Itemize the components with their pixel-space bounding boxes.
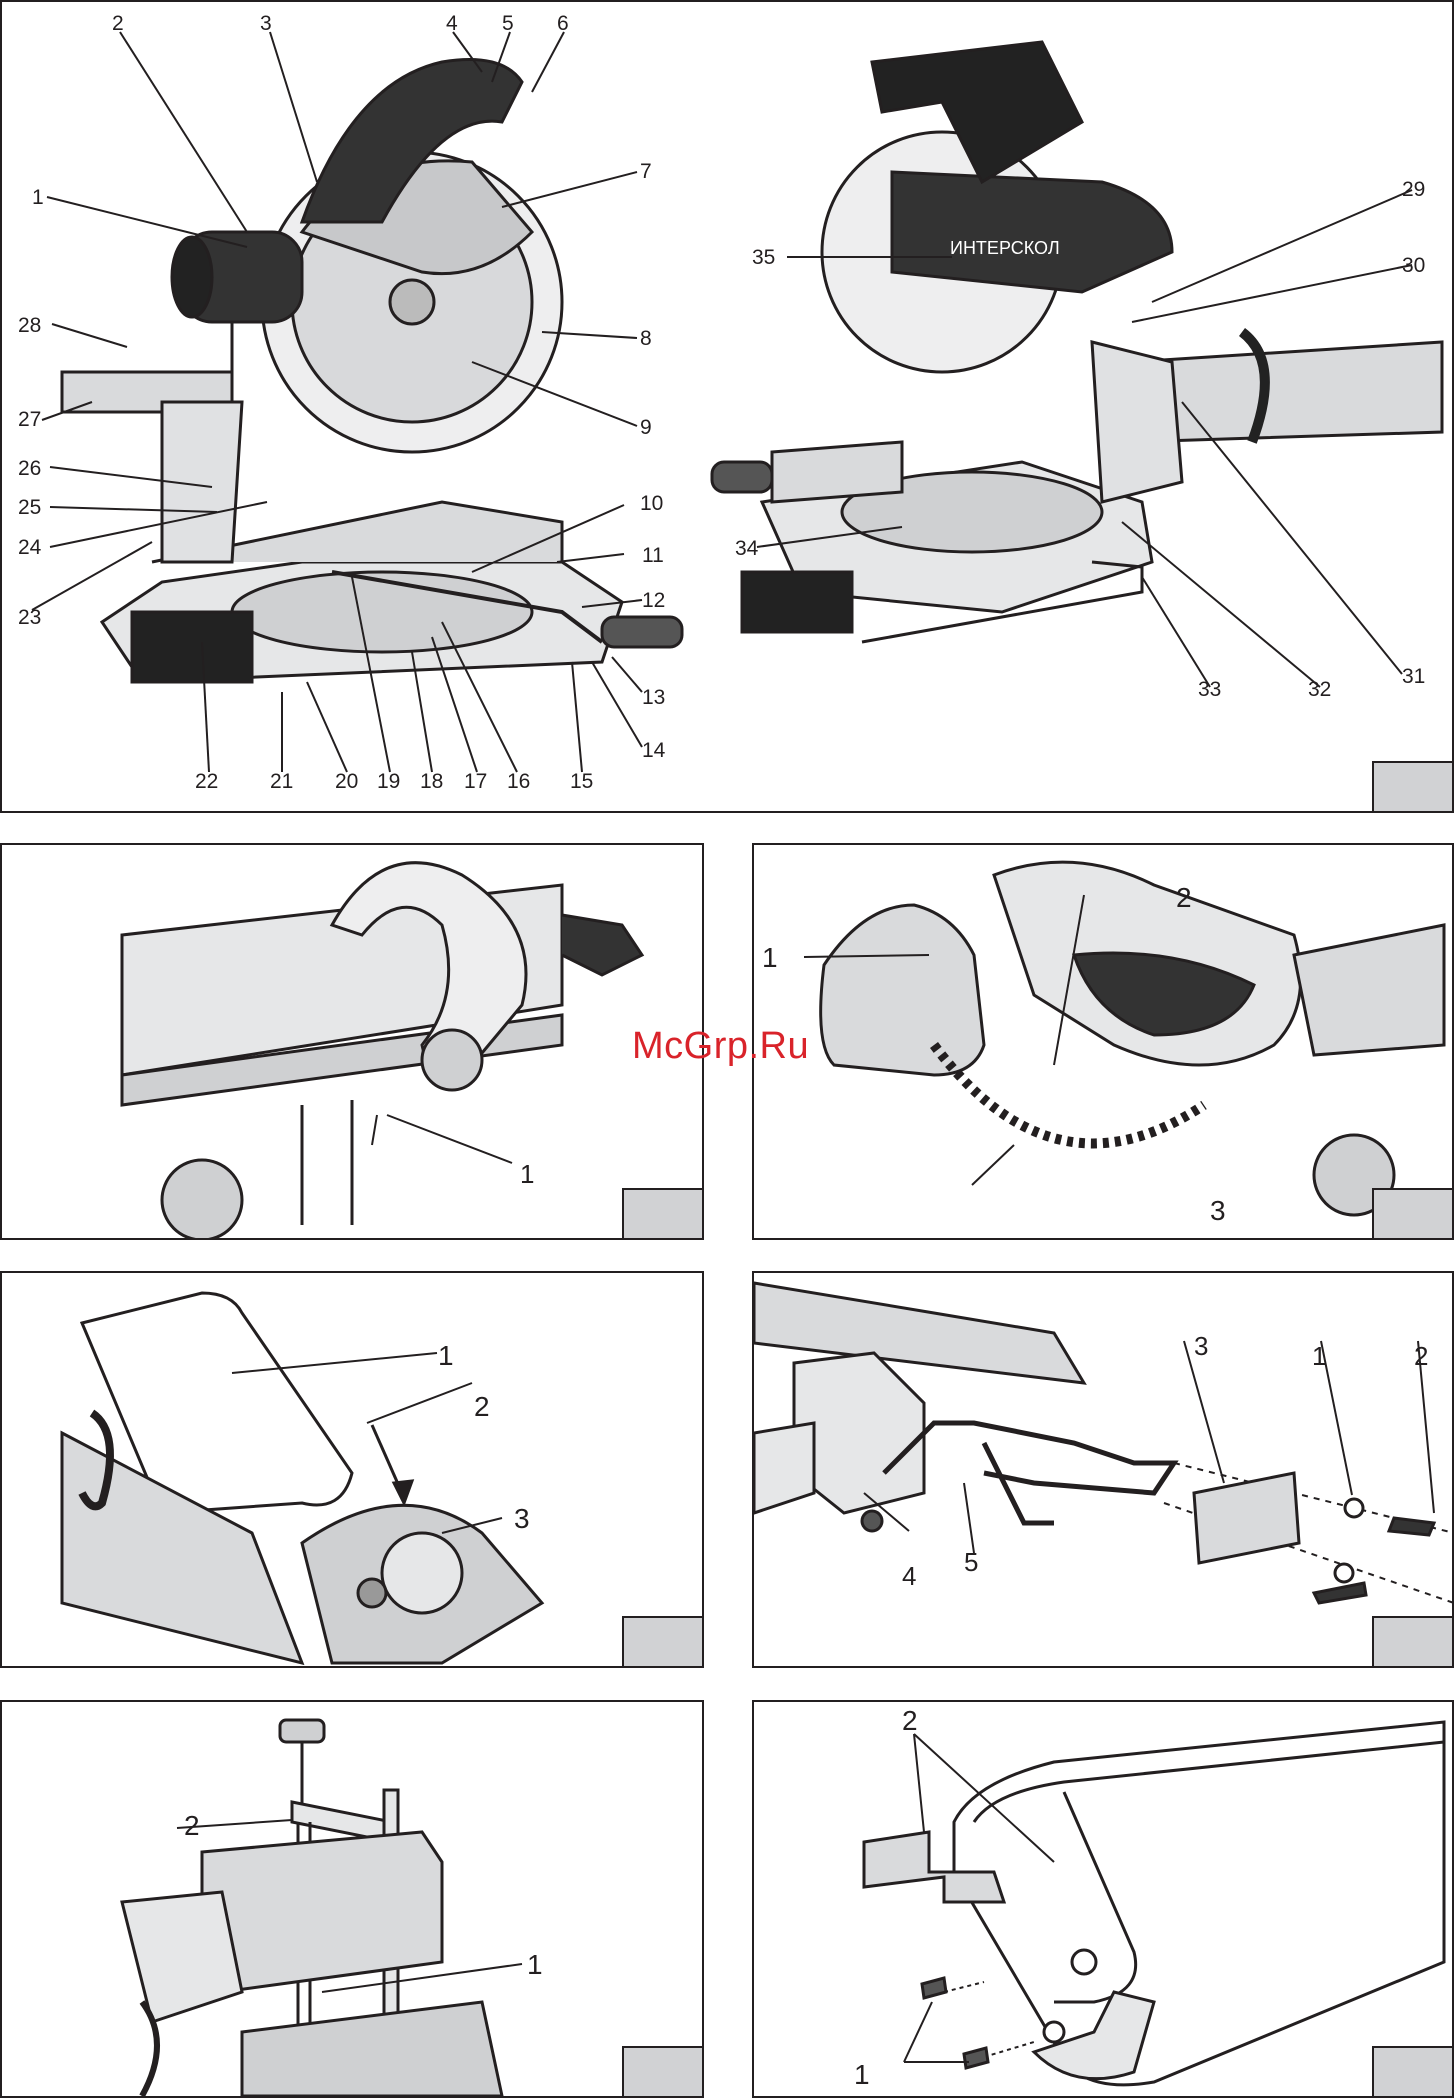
fig6-callout-1: 1 [527, 1949, 543, 1980]
callout-9: 9 [640, 416, 652, 439]
callout-13: 13 [642, 686, 665, 709]
figure-1-number-box [1372, 761, 1452, 811]
callout-28: 28 [18, 314, 41, 337]
figure-5-panel: 3 1 2 4 5 [752, 1271, 1454, 1668]
callout-17: 17 [464, 770, 487, 793]
figure-5-drawing: 3 1 2 4 5 [754, 1273, 1452, 1666]
fig6-callout-2: 2 [184, 1810, 200, 1841]
fig4-callout-1: 1 [438, 1340, 454, 1371]
callout-8: 8 [640, 327, 652, 350]
callout-30: 30 [1402, 254, 1425, 277]
figure-4-drawing: 1 2 3 [2, 1273, 702, 1666]
callout-35: 35 [752, 246, 775, 269]
callout-26: 26 [18, 457, 41, 480]
watermark-text: McGrp.Ru [632, 1025, 809, 1068]
figure-3-panel: 1 2 3 [752, 843, 1454, 1240]
fig5-callout-4: 4 [902, 1561, 916, 1591]
saw-front-view [62, 60, 682, 683]
fig5-callout-3: 3 [1194, 1331, 1208, 1361]
callout-18: 18 [420, 770, 443, 793]
callout-5: 5 [502, 12, 514, 35]
figure-1-panel: 1 2 3 4 5 6 7 8 9 10 11 12 13 14 15 16 1… [0, 0, 1454, 813]
fig7-callout-1: 1 [854, 2059, 870, 2090]
callout-22: 22 [195, 770, 218, 793]
callout-34: 34 [735, 537, 759, 560]
figure-4-panel: 1 2 3 [0, 1271, 704, 1668]
figure-2-drawing: 1 [2, 845, 702, 1238]
fig3-callout-1: 1 [762, 942, 778, 973]
figure-7-panel: 2 1 [752, 1700, 1454, 2098]
fig5-callout-2: 2 [1414, 1341, 1428, 1371]
callout-25: 25 [18, 496, 41, 519]
callout-4: 4 [446, 12, 458, 35]
callout-32: 32 [1308, 678, 1331, 701]
figure-7-drawing: 2 1 [754, 1702, 1452, 2096]
figure-2-panel: 1 [0, 843, 704, 1240]
fig3-callout-2: 2 [1176, 882, 1192, 913]
figure-4-number-box [622, 1616, 702, 1666]
fig2-callout-1: 1 [520, 1159, 534, 1189]
fig5-callout-1: 1 [1312, 1341, 1326, 1371]
figure-6-number-box [622, 2046, 702, 2096]
saw-rear-view [712, 42, 1442, 642]
figure-7-number-box [1372, 2046, 1452, 2096]
figure-6-panel: 2 1 [0, 1700, 704, 2098]
callout-31: 31 [1402, 665, 1425, 688]
figure-2-number-box [622, 1188, 702, 1238]
figure-6-drawing: 2 1 [2, 1702, 702, 2096]
figure-3-drawing: 1 2 3 [754, 845, 1452, 1238]
callout-10: 10 [640, 492, 663, 515]
callout-6: 6 [557, 12, 569, 35]
callout-1: 1 [32, 186, 44, 209]
brand-logo: ИНТЕРСКОЛ [950, 238, 1060, 258]
callout-21: 21 [270, 770, 293, 793]
figure-5-number-box [1372, 1616, 1452, 1666]
fig7-callout-2: 2 [902, 1705, 918, 1736]
callout-29: 29 [1402, 178, 1425, 201]
callout-23: 23 [18, 606, 41, 629]
fig4-callout-3: 3 [514, 1503, 530, 1534]
fig5-callout-5: 5 [964, 1547, 978, 1577]
callout-16: 16 [507, 770, 530, 793]
callout-24: 24 [18, 536, 42, 559]
callout-27: 27 [18, 408, 41, 431]
callout-12: 12 [642, 589, 665, 612]
fig3-callout-3: 3 [1210, 1195, 1226, 1226]
figure-1-drawing: 1 2 3 4 5 6 7 8 9 10 11 12 13 14 15 16 1… [2, 2, 1452, 811]
callout-33: 33 [1198, 678, 1221, 701]
callout-3: 3 [260, 12, 272, 35]
callout-7: 7 [640, 160, 652, 183]
callout-20: 20 [335, 770, 358, 793]
callout-2: 2 [112, 12, 124, 35]
callout-14: 14 [642, 739, 666, 762]
fig4-callout-2: 2 [474, 1391, 490, 1422]
callout-11: 11 [642, 544, 664, 567]
callout-15: 15 [570, 770, 593, 793]
figure-3-number-box [1372, 1188, 1452, 1238]
callout-19: 19 [377, 770, 400, 793]
